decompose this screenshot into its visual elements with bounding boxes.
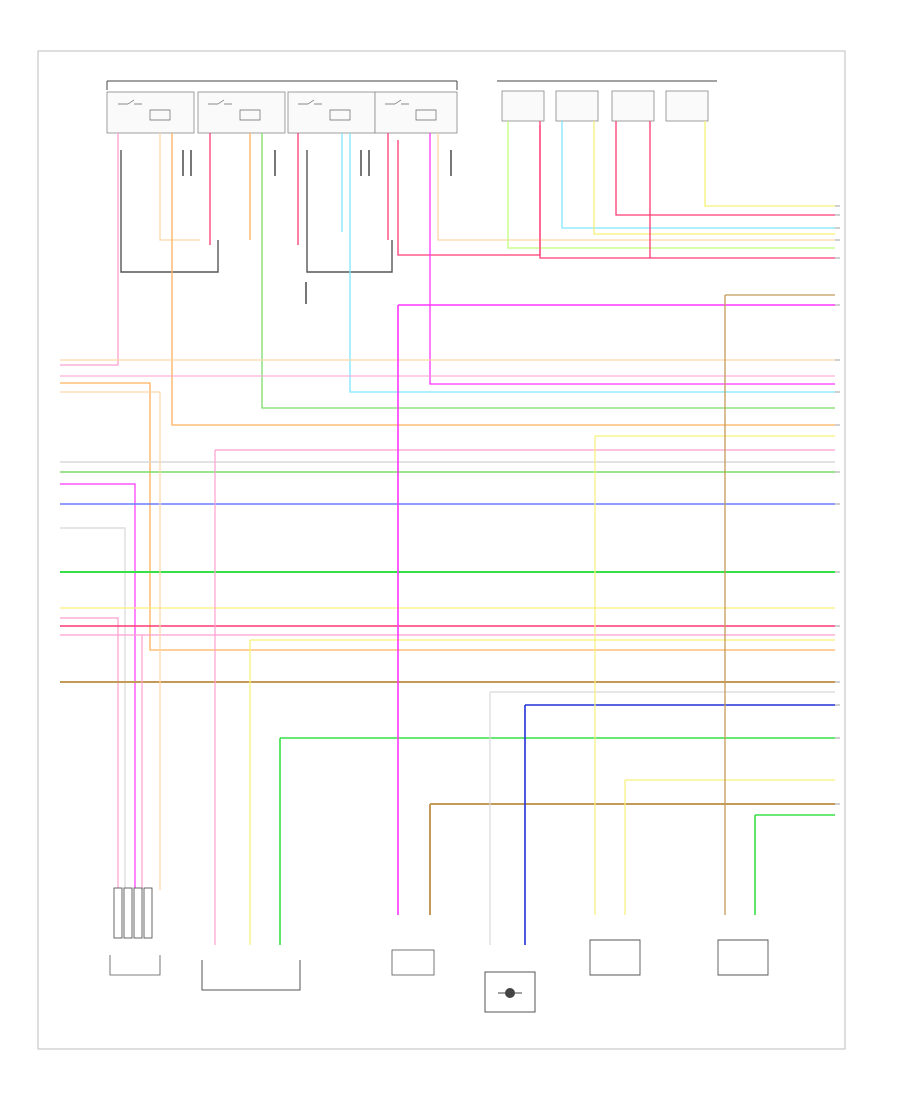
fuel-injector-2	[555, 90, 599, 122]
down-lead-wires	[141, 295, 756, 945]
module-pin-labels	[182, 150, 452, 304]
top-vertical-wires	[60, 121, 835, 426]
injector-connector-group-left	[106, 80, 458, 273]
injector-module-2	[197, 91, 286, 134]
bottom-comp-5	[589, 939, 641, 976]
horizontal-bus-wires	[60, 294, 835, 890]
fuel-injector-3	[611, 90, 655, 122]
bottom-comp-2	[201, 960, 301, 991]
bottom-comp-3	[391, 949, 435, 976]
bottom-components	[109, 887, 769, 1013]
diagram-frame	[37, 50, 846, 1050]
right-terminal-ticks	[835, 205, 840, 805]
injector-module-1	[106, 91, 195, 134]
bottom-comp-6	[717, 939, 769, 976]
fuel-injector-4	[665, 90, 709, 122]
bottom-comp-4	[484, 971, 536, 1013]
fuel-injector-group-right	[497, 80, 717, 122]
fuel-injector-1	[501, 90, 545, 122]
injector-module-3	[287, 91, 376, 134]
bottom-comp-1	[109, 887, 161, 976]
